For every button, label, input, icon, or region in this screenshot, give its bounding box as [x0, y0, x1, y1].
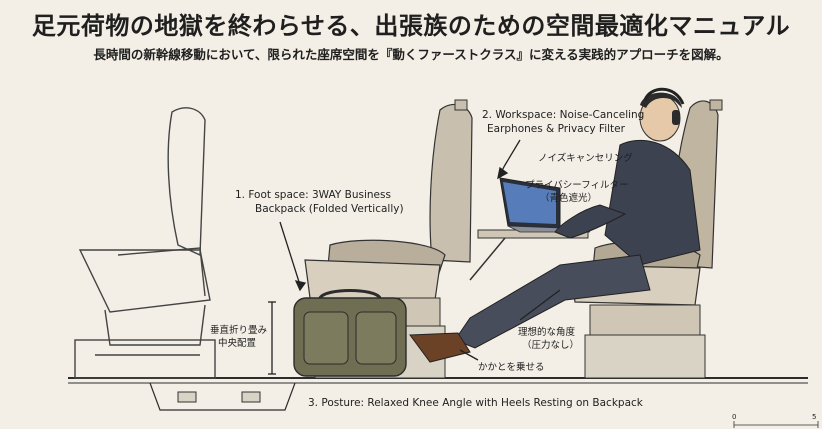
label-knee-angle-1: 理想的な角度 [518, 326, 576, 338]
label-privacy-note-jp: （青色遮光） [540, 192, 597, 204]
label-posture: 3. Posture: Relaxed Knee Angle with Heel… [308, 397, 644, 409]
label-workspace-1: 2. Workspace: Noise-Canceling [482, 109, 644, 121]
scale-bar: 0 5 [732, 413, 819, 428]
label-workspace-2: Earphones & Privacy Filter [487, 123, 626, 135]
label-knee-angle-2: （圧力なし） [522, 339, 579, 351]
page-title: 足元荷物の地獄を終わらせる、出張族のための空間最適化マニュアル [31, 12, 791, 40]
label-foot-space-1: 1. Foot space: 3WAY Business [235, 189, 391, 201]
label-vertical-fold-1: 垂直折り畳み [210, 324, 267, 336]
right-seat [569, 99, 723, 379]
page-subtitle: 長時間の新幹線移動において、限られた座席空間を『動くファーストクラス』に変える実… [93, 47, 729, 62]
label-noise-canceling-jp: ノイズキャンセリング [538, 152, 633, 164]
sketch-seat [74, 107, 216, 379]
laptop [499, 177, 591, 233]
scale-zero-label: 0 [732, 413, 736, 421]
label-heels-jp: かかとを乗せる [478, 361, 545, 373]
annotation-lines [268, 139, 561, 375]
label-vertical-fold-2: 中央配置 [218, 337, 256, 349]
label-privacy-filter-jp: プライバシーフィルター [525, 180, 629, 191]
label-foot-space-2: Backpack (Folded Vertically) [255, 203, 404, 215]
passenger [409, 87, 701, 363]
scale-end-label: 5 [812, 413, 816, 421]
backpack [293, 289, 407, 377]
